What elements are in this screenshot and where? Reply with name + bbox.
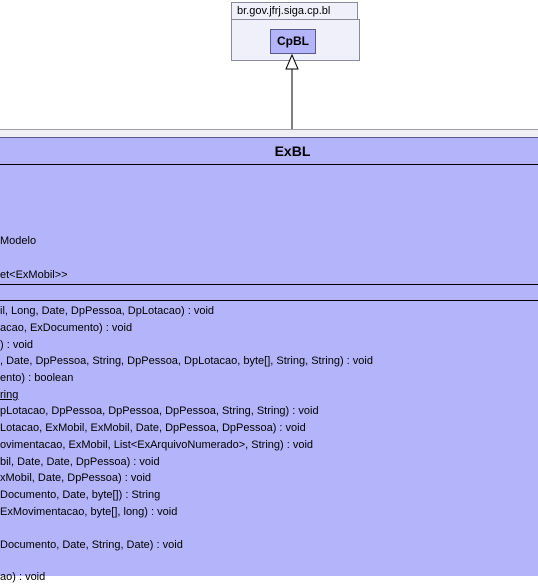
operation-row: il, Long, Date, DpPessoa, DpLotacao) : v… <box>0 305 215 317</box>
attributes-separator <box>0 284 538 285</box>
operation-row: xMobil, Date, DpPessoa) : void <box>0 472 152 484</box>
parent-class-box[interactable]: CpBL <box>270 29 316 54</box>
class-name: ExBL <box>274 143 311 159</box>
operation-row: Documento, Date, String, Date) : void <box>0 539 183 551</box>
operation-row: ao) : void <box>0 571 46 583</box>
attribute-row: Modelo <box>0 235 37 247</box>
outer-frame <box>0 129 538 137</box>
operation-row: Documento, Date, byte[]) : String <box>0 489 161 501</box>
operation-row: , Date, DpPessoa, String, DpPessoa, DpLo… <box>0 355 373 367</box>
operation-row: Lotacao, ExMobil, ExMobil, Date, DpPesso… <box>0 422 306 434</box>
operation-row: ento) : boolean <box>0 372 74 384</box>
operation-row: acao, ExDocumento) : void <box>0 322 133 334</box>
name-separator <box>0 164 538 165</box>
operation-row: ) : void <box>0 339 34 351</box>
generalization-connector <box>285 53 299 138</box>
operations-separator <box>0 300 538 301</box>
package-name: br.gov.jfrj.siga.cp.bl <box>237 5 331 17</box>
operation-row: bil, Date, Date, DpPessoa) : void <box>0 456 160 468</box>
generalization-arrowhead <box>285 53 299 70</box>
operation-row: ExMovimentacao, byte[], long) : void <box>0 506 178 518</box>
operation-row-static: ring <box>0 389 19 401</box>
attribute-row: et<ExMobil>> <box>0 269 68 281</box>
class-box[interactable] <box>0 137 538 576</box>
parent-class-name: CpBL <box>277 34 309 48</box>
operation-row: pLotacao, DpPessoa, DpPessoa, DpPessoa, … <box>0 405 319 417</box>
operation-row: ovimentacao, ExMobil, List<ExArquivoNume… <box>0 439 314 451</box>
